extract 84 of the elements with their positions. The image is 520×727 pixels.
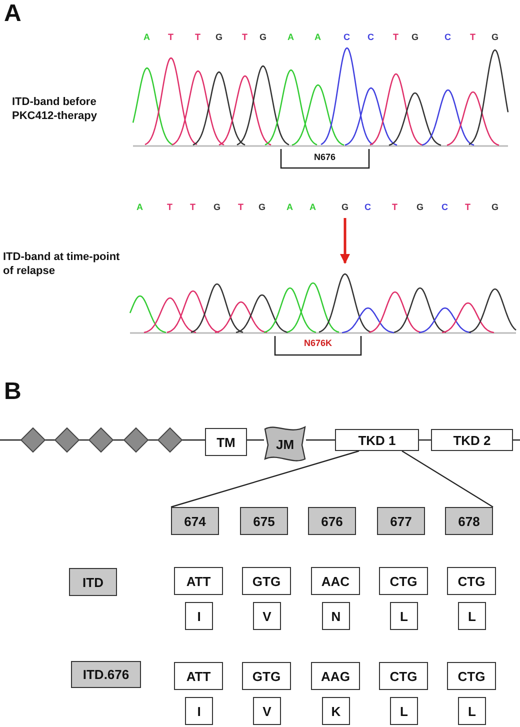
amino-acid-box: N — [322, 602, 350, 630]
base-call: T — [167, 202, 172, 212]
base-call: G — [216, 32, 223, 42]
domain-diamond — [89, 428, 113, 452]
base-call: T — [242, 32, 248, 42]
panel-letter: A — [4, 0, 22, 28]
variant-box: ITD.676 — [71, 661, 141, 688]
base-call: A — [288, 32, 294, 42]
base-call: C — [368, 32, 374, 42]
codon-box: AAG — [311, 662, 360, 690]
base-call: C — [364, 202, 371, 212]
base-call: G — [412, 32, 419, 42]
mutation-label: N676K — [304, 338, 332, 348]
base-call: A — [314, 32, 321, 42]
connector-line — [513, 439, 520, 441]
domain-diamond — [158, 428, 182, 452]
base-call: C — [444, 32, 451, 42]
connector-line — [419, 439, 431, 441]
base-call: T — [195, 32, 200, 42]
base-call: G — [260, 32, 267, 42]
base-call: T — [238, 202, 244, 212]
codon-box: ATT — [174, 662, 223, 690]
amino-acid-box: I — [185, 602, 213, 630]
base-call: T — [470, 32, 476, 42]
amino-acid-box: L — [390, 697, 418, 725]
base-call: G — [258, 202, 266, 212]
connector-line — [113, 439, 124, 441]
residue-box: 676 — [308, 507, 356, 535]
codon-box: AAC — [311, 567, 360, 595]
base-call: G — [342, 202, 349, 212]
residue-box: 677 — [377, 507, 425, 535]
connector-line — [45, 439, 55, 441]
residue-box: 674 — [171, 507, 219, 535]
base-call: G — [214, 202, 221, 212]
connector-line — [148, 439, 158, 441]
sample-label: ITD-band before PKC412-therapy — [12, 95, 98, 124]
codon-box: GTG — [242, 567, 291, 595]
base-call: A — [310, 202, 316, 212]
base-call: G — [492, 202, 499, 212]
connector-line — [247, 439, 264, 441]
base-call: G — [416, 202, 424, 212]
base-call: T — [393, 32, 398, 42]
domain-diamond — [21, 428, 45, 452]
codon-box: CTG — [379, 567, 428, 595]
base-call: C — [344, 32, 350, 42]
domain-diamond — [55, 428, 79, 452]
base-call: T — [465, 202, 470, 212]
amino-acid-box: I — [185, 697, 213, 725]
amino-acid-box: L — [458, 602, 486, 630]
variant-box: ITD — [69, 568, 117, 596]
base-call: T — [392, 202, 398, 212]
connector-line — [306, 439, 335, 441]
amino-acid-box: V — [253, 697, 281, 725]
connector-line — [182, 439, 205, 441]
codon-box: CTG — [447, 567, 496, 595]
codon-box: CTG — [379, 662, 428, 690]
mutation-label: N676 — [314, 152, 336, 162]
residue-box: 678 — [445, 507, 493, 535]
base-call: T — [190, 202, 196, 212]
connector-line — [170, 450, 360, 508]
domain-shape: JM — [264, 425, 306, 463]
base-call: A — [144, 32, 150, 42]
amino-acid-box: L — [390, 602, 418, 630]
domain-box: TKD 2 — [431, 429, 513, 451]
codon-box: ATT — [174, 567, 223, 595]
domain-box: TM — [205, 428, 247, 456]
base-call: A — [286, 202, 293, 212]
domain-box: TKD 1 — [335, 429, 419, 451]
residue-box: 675 — [240, 507, 288, 535]
connector-line — [0, 439, 21, 441]
base-call: G — [492, 32, 499, 42]
sample-label: ITD-band at time-point of relapse — [3, 250, 121, 279]
domain-diamond — [124, 428, 148, 452]
amino-acid-box: V — [253, 602, 281, 630]
amino-acid-box: K — [322, 697, 350, 725]
base-call: A — [136, 202, 143, 212]
base-call: C — [442, 202, 448, 212]
amino-acid-box: L — [458, 697, 486, 725]
base-call: T — [168, 32, 174, 42]
connector-line — [402, 450, 494, 508]
panel-letter: B — [4, 378, 22, 406]
connector-line — [79, 439, 89, 441]
codon-box: CTG — [447, 662, 496, 690]
codon-box: GTG — [242, 662, 291, 690]
